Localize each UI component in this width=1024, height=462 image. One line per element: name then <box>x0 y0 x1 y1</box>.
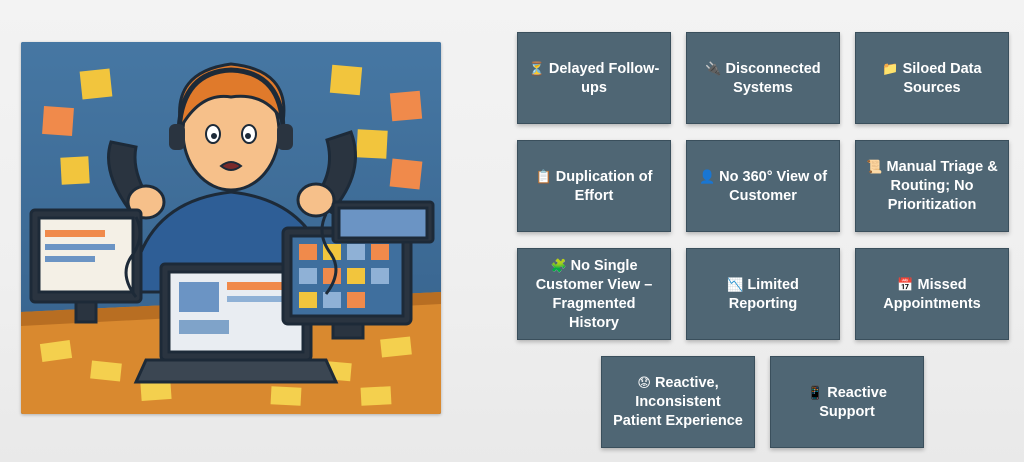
clipboard-icon: 📋 <box>535 168 552 184</box>
calendar-icon: 📅 <box>897 276 914 292</box>
problem-tile-label: Reactive Support <box>819 384 887 420</box>
problem-tile-content: ⏳Delayed Follow-ups <box>528 59 660 98</box>
problem-tile[interactable]: 📱Reactive Support <box>770 356 924 448</box>
problem-tile-content: 📱Reactive Support <box>781 383 913 422</box>
problem-tile-content: 📉Limited Reporting <box>697 275 829 314</box>
problem-tile[interactable]: 📁Siloed Data Sources <box>855 32 1009 124</box>
problem-tile-label: Manual Triage & Routing; No Prioritizati… <box>886 159 998 213</box>
chart-icon: 📉 <box>727 276 744 292</box>
problem-tile[interactable]: 🔌Disconnected Systems <box>686 32 840 124</box>
sticky-notes-wall <box>42 64 423 190</box>
problem-tile-content: 📜Manual Triage & Routing; No Prioritizat… <box>866 157 998 215</box>
problem-tile-content: 📋Duplication of Effort <box>528 167 660 206</box>
problem-tile-label: Siloed Data Sources <box>902 60 982 96</box>
problem-tile-label: Duplication of Effort <box>555 168 653 204</box>
problem-tile[interactable]: 📉Limited Reporting <box>686 248 840 340</box>
problem-tile-content: 🧩No Single Customer View – Fragmented Hi… <box>528 256 660 333</box>
unplugged-cable-icon: 🔌 <box>705 60 722 76</box>
problem-tile[interactable]: 📋Duplication of Effort <box>517 140 671 232</box>
puzzle-icon: 🧩 <box>550 257 567 273</box>
problem-tile-label: Missed Appointments <box>883 276 981 312</box>
problem-tile[interactable]: 🧩No Single Customer View – Fragmented Hi… <box>517 248 671 340</box>
problem-tile-content: 👤No 360° View of Customer <box>697 167 829 206</box>
problem-tile-content: 📅Missed Appointments <box>866 275 998 314</box>
problem-tile[interactable]: ⏳Delayed Follow-ups <box>517 32 671 124</box>
folder-icon: 📁 <box>882 60 899 76</box>
problem-tile-content: 😟Reactive, Inconsistent Patient Experien… <box>612 373 744 431</box>
problem-tile[interactable]: 😟Reactive, Inconsistent Patient Experien… <box>601 356 755 448</box>
problem-tile-label: Reactive, Inconsistent Patient Experienc… <box>613 375 743 429</box>
problem-tile-label: No Single Customer View – Fragmented His… <box>535 257 653 331</box>
problem-tile-label: Delayed Follow-ups <box>548 60 660 96</box>
problem-tile-content: 🔌Disconnected Systems <box>697 59 829 98</box>
hourglass-icon: ⏳ <box>528 60 545 76</box>
problem-tile-label: Limited Reporting <box>728 276 799 312</box>
problem-tile-content: 📁Siloed Data Sources <box>866 59 998 98</box>
problem-tile[interactable]: 👤No 360° View of Customer <box>686 140 840 232</box>
problem-tile-label: No 360° View of Customer <box>719 168 828 204</box>
worried-face-icon: 😟 <box>637 375 651 390</box>
problem-tile[interactable]: 📜Manual Triage & Routing; No Prioritizat… <box>855 140 1009 232</box>
phone-icon: 📱 <box>807 384 824 400</box>
problem-tile[interactable]: 📅Missed Appointments <box>855 248 1009 340</box>
stressed-agent-illustration <box>21 42 441 414</box>
scroll-icon: 📜 <box>866 159 883 174</box>
problem-tile-label: Disconnected Systems <box>725 60 821 96</box>
person-icon: 👤 <box>698 168 716 184</box>
